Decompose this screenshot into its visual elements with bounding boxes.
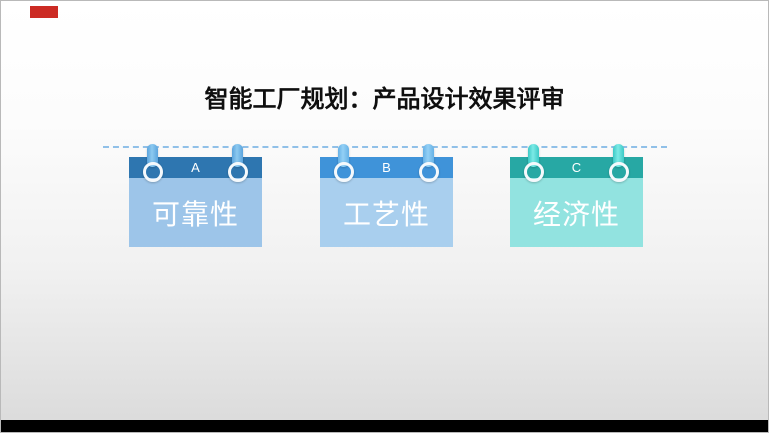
card-badge: C xyxy=(571,160,582,175)
pin-ring-icon xyxy=(143,162,163,182)
pin-icon xyxy=(143,144,163,182)
pin-rod-icon xyxy=(423,144,434,167)
dashed-separator-line xyxy=(103,146,667,148)
pin-rod-icon xyxy=(232,144,243,167)
pin-rod-icon xyxy=(613,144,624,167)
bottom-black-bar xyxy=(1,420,768,432)
pin-ring-icon xyxy=(609,162,629,182)
slide-title: 智能工厂规划：产品设计效果评审 xyxy=(204,86,565,113)
red-marker xyxy=(30,6,58,18)
card-label: 可靠性 xyxy=(129,178,262,247)
review-card-economy: C 经济性 xyxy=(510,144,643,247)
card-badge: B xyxy=(382,160,391,175)
pin-icon xyxy=(609,144,629,182)
pin-ring-icon xyxy=(524,162,544,182)
card-label: 工艺性 xyxy=(320,178,453,247)
pin-ring-icon xyxy=(419,162,439,182)
card-label: 经济性 xyxy=(510,178,643,247)
pin-icon xyxy=(228,144,248,182)
pin-icon xyxy=(524,144,544,182)
pin-rod-icon xyxy=(528,144,539,167)
pin-icon xyxy=(419,144,439,182)
pin-rod-icon xyxy=(147,144,158,167)
pin-ring-icon xyxy=(334,162,354,182)
review-card-manufacturability: B 工艺性 xyxy=(320,144,453,247)
pin-ring-icon xyxy=(228,162,248,182)
card-badge: A xyxy=(191,160,200,175)
pin-icon xyxy=(334,144,354,182)
pin-rod-icon xyxy=(338,144,349,167)
review-card-reliability: A 可靠性 xyxy=(129,144,262,247)
